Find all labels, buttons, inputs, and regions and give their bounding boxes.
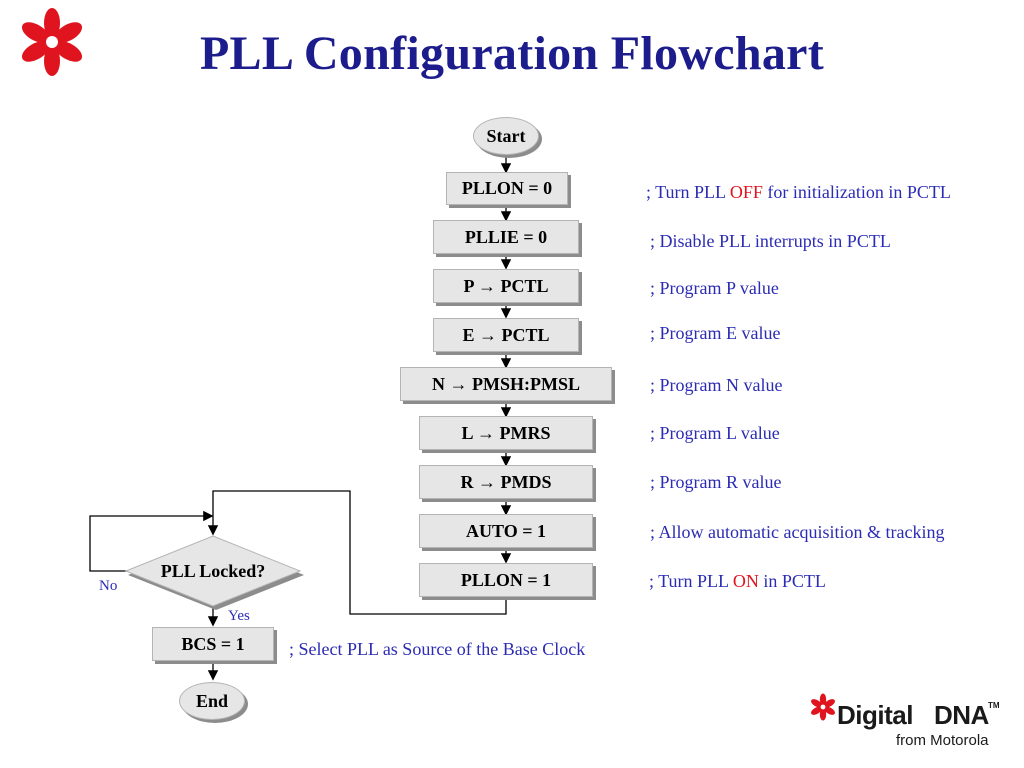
comment-pllon-0-highlight: OFF: [729, 182, 763, 202]
logo-word-dna: DNA: [934, 700, 989, 730]
comment-auto-1: ; Allow automatic acquisition & tracking: [650, 522, 945, 542]
comment-bcs-1: ; Select PLL as Source of the Base Clock: [289, 639, 586, 659]
step-n-pmsh-pmsl: N → PMSH:PMSL: [400, 367, 612, 401]
decision-pll-locked: PLL Locked?: [160, 561, 266, 581]
comment-pllon-0: ; Turn PLL OFF for initialization in PCT…: [646, 182, 951, 203]
step-e-pctl: E → PCTL: [433, 318, 579, 352]
comment-pllie-0: ; Disable PLL interrupts in PCTL: [650, 231, 891, 251]
comment-pllon-1-highlight: ON: [732, 571, 759, 591]
end-terminator: End: [179, 682, 245, 720]
no-label: No: [99, 578, 118, 594]
red-asterisk-icon: [811, 693, 835, 721]
page-title: PLL Configuration Flowchart: [199, 27, 825, 80]
comment-l-pmrs: ; Program L value: [650, 423, 780, 443]
start-terminator: Start: [473, 117, 539, 155]
step-auto-1: AUTO = 1: [419, 514, 593, 548]
step-p-pctl: P → PCTL: [433, 269, 579, 303]
step-pllie-0: PLLIE = 0: [433, 220, 579, 254]
logo-tagline: from Motorola: [896, 732, 989, 749]
comment-pllon-1-pre: ; Turn PLL: [649, 571, 733, 591]
logo-word-digital: Digital: [837, 700, 913, 730]
step-l-pmrs: L → PMRS: [419, 416, 593, 450]
comment-pllon-0-post: for initialization in PCTL: [762, 182, 951, 202]
comment-pllon-0-pre: ; Turn PLL: [646, 182, 730, 202]
step-bcs-1: BCS = 1: [152, 627, 274, 661]
comment-p-pctl: ; Program P value: [650, 278, 779, 298]
comment-e-pctl: ; Program E value: [650, 323, 781, 343]
comment-n-pmsh-pmsl: ; Program N value: [650, 375, 783, 395]
red-asterisk-icon: [21, 8, 83, 76]
comment-r-pmds: ; Program R value: [650, 472, 782, 492]
step-pllon-1: PLLON = 1: [419, 563, 593, 597]
comment-pllon-1: ; Turn PLL ON in PCTL: [649, 571, 826, 592]
logo-trademark: TM: [988, 701, 1000, 710]
step-pllon-0: PLLON = 0: [446, 172, 568, 205]
step-r-pmds: R → PMDS: [419, 465, 593, 499]
digital-dna-logo: Digital DNA TM from Motorola: [808, 692, 1004, 758]
comment-pllon-1-post: in PCTL: [758, 571, 826, 591]
yes-label: Yes: [228, 608, 250, 624]
